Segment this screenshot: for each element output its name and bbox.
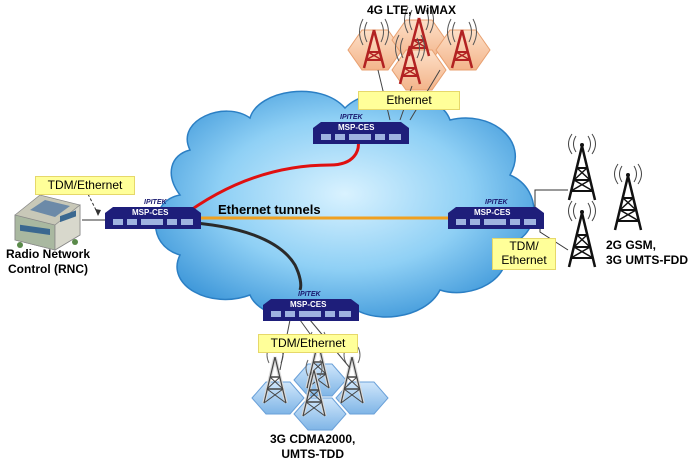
ethernet-tunnels (179, 139, 455, 291)
cdma-tdd-cell-cluster (251, 319, 389, 431)
cdma-tdd-label-line2: UMTS-TDD (281, 447, 345, 461)
right-tdm-line2: Ethernet (501, 253, 547, 267)
ethernet-cloud (154, 90, 535, 321)
svg-text:MSP-CES: MSP-CES (290, 300, 327, 309)
left-tdm-ethernet-callout: TDM/Ethernet (35, 176, 135, 195)
cell-tower-icon (339, 345, 365, 405)
msp-ces-device-top: MSP-CES IPITEK (313, 114, 409, 144)
gsm-umts-label: 2G GSM, 3G UMTS-FDD (606, 238, 688, 268)
callout-pointer (87, 193, 99, 215)
msp-ces-device-right: MSP-CES IPITEK (448, 199, 544, 229)
msp-ces-device-left: MSP-CES IPITEK (105, 199, 201, 229)
cell-tower-icon (613, 162, 643, 232)
right-tdm-ethernet-callout: TDM/ Ethernet (492, 238, 556, 270)
rnc-label: Radio Network Control (RNC) (6, 247, 90, 277)
svg-text:IPITEK: IPITEK (298, 291, 322, 298)
right-tdm-line1: TDM/ (509, 239, 539, 253)
rnc-label-line2: Control (RNC) (8, 262, 88, 276)
rnc-label-line1: Radio Network (6, 247, 91, 261)
svg-text:IPITEK: IPITEK (485, 199, 509, 206)
svg-text:MSP-CES: MSP-CES (474, 208, 511, 217)
top-sites-label: 4G LTE, WiMAX (367, 3, 457, 17)
tunnel-red (179, 139, 360, 220)
svg-text:IPITEK: IPITEK (340, 114, 364, 121)
cdma-tdd-label: 3G CDMA2000, UMTS-TDD (270, 432, 355, 462)
cdma-tdd-label-line1: 3G CDMA2000, (270, 432, 356, 446)
gsm-umts-label-line2: 3G UMTS-FDD (606, 253, 688, 267)
gsm-umts-label-line1: 2G GSM, (606, 238, 657, 252)
rnc-building-icon (14, 194, 81, 251)
cell-tower-icon (567, 199, 597, 269)
tunnel-black (179, 220, 303, 291)
cell-tower-icon (567, 132, 597, 202)
top-ethernet-callout: Ethernet (358, 91, 460, 110)
svg-text:MSP-CES: MSP-CES (132, 208, 169, 217)
msp-ces-device-bottom: MSP-CES IPITEK (263, 291, 359, 321)
bottom-tdm-ethernet-callout: TDM/Ethernet (258, 334, 358, 353)
ethernet-tunnels-label: Ethernet tunnels (218, 202, 321, 217)
svg-text:IPITEK: IPITEK (144, 199, 168, 206)
svg-text:MSP-CES: MSP-CES (338, 123, 375, 132)
